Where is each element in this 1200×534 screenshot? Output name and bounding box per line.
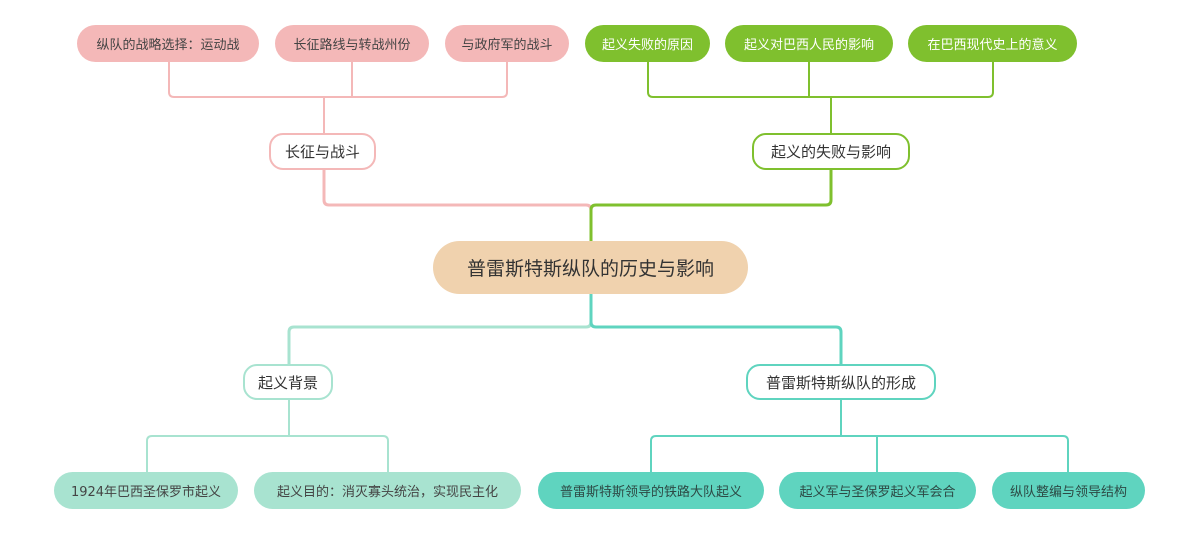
leaf-railway-battalion[interactable]: 普雷斯特斯领导的铁路大队起义 [538, 472, 764, 509]
connector-root-to-branch-0 [322, 170, 593, 241]
leaf-impact-people[interactable]: 起义对巴西人民的影响 [725, 25, 893, 62]
root-topic[interactable]: 普雷斯特斯纵队的历史与影响 [433, 241, 748, 294]
connector-branch-0-to-leaf-2 [323, 62, 508, 133]
leaf-reorganization[interactable]: 纵队整编与领导结构 [992, 472, 1145, 509]
connector-branch-0-to-leaf-0 [168, 62, 325, 133]
leaf-army-merger[interactable]: 起义军与圣保罗起义军会合 [779, 472, 976, 509]
connector-branch-2-to-leaf-1 [288, 400, 389, 472]
branch-failure-impact[interactable]: 起义的失败与影响 [752, 133, 910, 170]
connector-branch-1-to-leaf-1 [808, 62, 832, 133]
connector-root-to-branch-1 [589, 170, 833, 241]
leaf-route[interactable]: 长征路线与转战州份 [275, 25, 429, 62]
connector-branch-1-to-leaf-2 [830, 62, 994, 133]
connector-root-to-branch-2 [287, 294, 593, 364]
connector-branch-2-to-leaf-0 [146, 400, 290, 472]
branch-formation[interactable]: 普雷斯特斯纵队的形成 [746, 364, 936, 400]
connector-branch-3-to-leaf-2 [840, 400, 1069, 472]
connector-branch-3-to-leaf-0 [650, 400, 842, 472]
connector-branch-1-to-leaf-0 [647, 62, 832, 133]
branch-long-march[interactable]: 长征与战斗 [269, 133, 376, 170]
branch-background[interactable]: 起义背景 [243, 364, 333, 400]
leaf-failure-causes[interactable]: 起义失败的原因 [585, 25, 710, 62]
leaf-strategy[interactable]: 纵队的战略选择：运动战 [77, 25, 259, 62]
leaf-1924-uprising[interactable]: 1924年巴西圣保罗市起义 [54, 472, 238, 509]
connector-root-to-branch-3 [589, 294, 843, 364]
leaf-battles[interactable]: 与政府军的战斗 [445, 25, 569, 62]
leaf-uprising-goal[interactable]: 起义目的：消灭寡头统治，实现民主化 [254, 472, 521, 509]
leaf-historical-significance[interactable]: 在巴西现代史上的意义 [908, 25, 1077, 62]
